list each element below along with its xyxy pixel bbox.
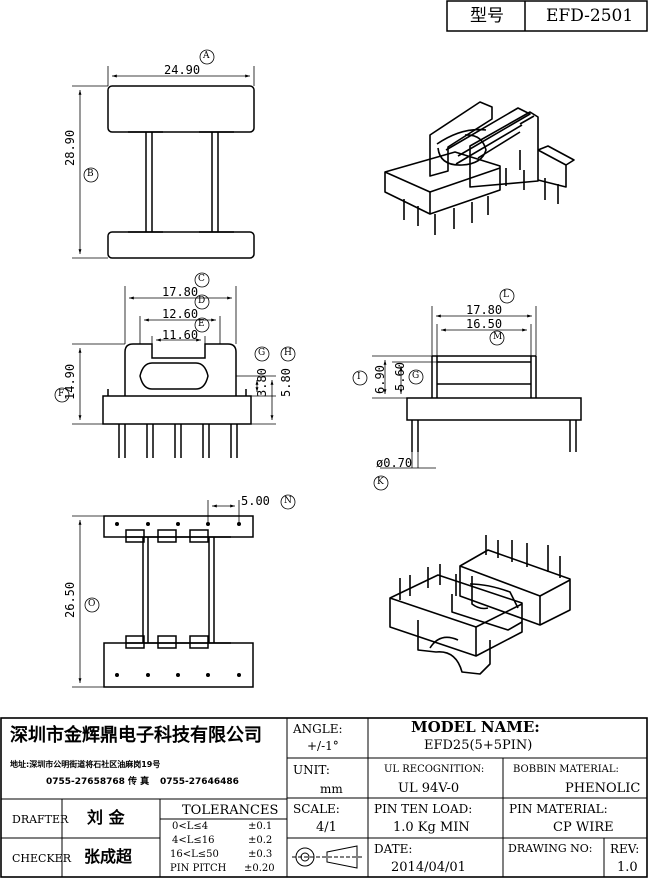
tag-f: F [58,389,65,399]
dim-i: 6.90 [373,365,387,394]
dim-top-width: 24.90 [164,63,201,77]
tol-range-3: PIN PITCH [170,863,227,874]
checker-name: 张成超 [84,847,133,866]
tolerances-label: TOLERANCES [182,803,279,818]
title-block [0,717,648,878]
tag-m: M [493,332,503,342]
model-name: EFD25(5+5PIN) [424,738,533,753]
bottom-view [103,515,254,688]
company-name: 深圳市金辉鼎电子科技有限公司 [10,725,262,746]
dim-m: 16.50 [466,317,503,331]
tag-l: L [503,290,509,300]
drafter-name: 刘 金 [87,808,125,827]
front-view [102,343,252,458]
tag-o: O [88,599,96,609]
iso-view-upper [384,101,575,235]
tag-a: A [203,51,210,61]
model-name-label: MODEL NAME: [411,718,540,736]
unit-value: mm [320,782,343,796]
dim-top-height: 28.90 [63,129,77,166]
type-label: 型号 [470,6,504,26]
tol-value-0: ±0.1 [248,821,273,832]
pin-load-value: 1.0 Kg MIN [393,820,470,835]
tol-value-1: ±0.2 [248,835,273,846]
top-view-dimensions [72,49,255,259]
dim-h: 5.80 [279,368,293,397]
header-box [446,0,648,32]
side-view-dimensions [352,288,537,491]
dim-l: 17.80 [466,303,503,317]
side-view [406,355,582,452]
scale-label: SCALE: [293,802,340,816]
dim-pin-dia: ø0.70 [376,456,413,470]
rev-label: REV: [610,842,640,856]
tol-range-2: 16<L≤50 [170,849,219,860]
bottom-view-dimensions [72,494,296,688]
company-address: 地址:深圳市公明街道将石社区油麻岗19号 [10,760,161,769]
company-phone: 0755-27658768 [46,777,125,787]
bobbin-value: PHENOLIC [565,781,641,796]
dim-c: 17.80 [162,285,199,299]
ul-value: UL 94V-0 [398,781,460,796]
scale-value: 4/1 [316,820,337,835]
top-view [107,85,255,259]
tag-e: E [198,319,205,329]
pin-material-value: CP WIRE [553,820,614,835]
bobbin-label: BOBBIN MATERIAL: [513,764,619,775]
front-view-dimensions [54,272,296,425]
tag-g-side: G [412,371,420,381]
dim-e: 11.60 [162,328,199,342]
ul-label: UL RECOGNITION: [384,764,485,775]
unit-label: UNIT: [293,763,330,777]
angle-label: ANGLE: [293,722,343,736]
rev-value: 1.0 [617,860,638,875]
dim-bottom-length: 26.50 [63,581,77,618]
fax-label: 传 真 [128,777,150,787]
tol-range-0: 0<L≤4 [172,821,209,832]
tag-c: C [198,274,205,284]
dim-d: 12.60 [162,307,199,321]
date-value: 2014/04/01 [391,860,466,875]
tol-value-2: ±0.3 [248,849,273,860]
part-number: EFD-2501 [546,6,634,26]
bottom-view-pin-holes [115,522,241,677]
pin-load-label: PIN TEN LOAD: [374,802,473,816]
pin-material-label: PIN MATERIAL: [509,802,608,816]
tol-value-3: ±0.20 [244,863,275,874]
tag-h: H [284,348,292,358]
tag-b: B [87,169,94,179]
dim-pitch: 5.00 [241,494,270,508]
dim-g-front: 3.80 [255,368,269,397]
dim-f: 14.90 [63,363,77,400]
tag-i: I [357,372,361,382]
tol-range-1: 4<L≤16 [172,835,215,846]
angle-value: +/-1° [307,739,339,753]
projection-symbol [292,845,364,869]
iso-view-lower [389,535,571,675]
tag-d: D [198,296,206,306]
date-label: DATE: [374,842,413,856]
dim-g-side: 5.60 [393,362,407,391]
drawing-no-label: DRAWING NO: [508,842,593,855]
drafter-label: DRAFTER [12,813,69,826]
checker-label: CHECKER [12,852,71,865]
tag-k: K [377,477,384,487]
company-fax: 0755-27646486 [160,777,239,787]
tag-n: N [284,496,292,506]
tag-g-front: G [258,348,266,358]
